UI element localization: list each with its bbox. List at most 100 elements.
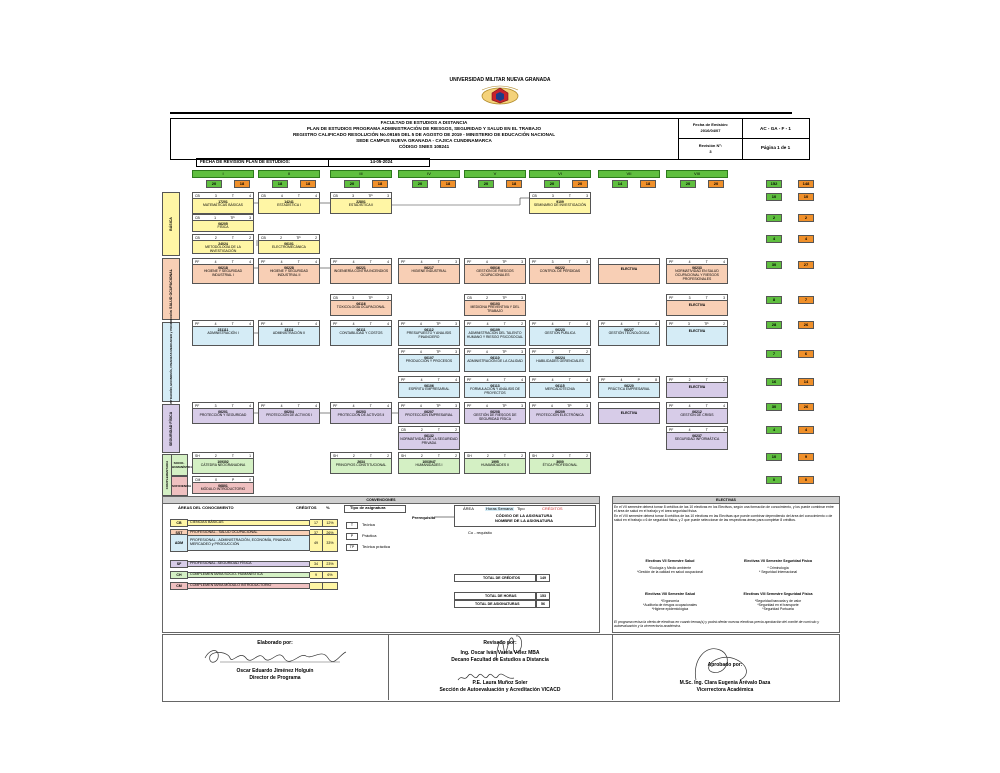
course-name: HIGIENE INDUSTRIAL [411,269,447,273]
course-name: SEMINARIO DE INVESTIGACIÓN [533,203,587,207]
course-h: 4 [455,377,457,382]
key-t: T [346,522,358,529]
course-h: 3 [723,295,725,300]
electivas-g3-title: Electivas VIII Semestre Salud [645,592,695,596]
course-type: PF [195,403,200,408]
total-credits-2: 148 [798,180,814,188]
course-tf: T [369,259,372,264]
course-type: CB [261,235,266,240]
course-cr: 4 [551,321,554,326]
course-cr: 4 [280,193,283,198]
convention-name: CIENCIAS BÁSICAS [188,520,310,526]
course-h: 3 [455,403,457,408]
course-h: 4 [249,259,251,264]
course-card[interactable]: ELECTIVA [598,258,660,284]
course-card[interactable]: ELECTIVA [598,402,660,424]
area-total-3-c2: 4 [798,235,814,243]
course-code: 14241 [284,200,294,204]
course-name: ESTADÍSTICA I [277,203,301,207]
prerequisite-lines [254,197,529,414]
course-cr: 3 [214,403,217,408]
convenciones-panel [162,503,600,633]
course-type: PF [532,349,537,354]
course-h: 3 [586,403,588,408]
course-cr: 4 [419,321,422,326]
course-h: 2 [586,453,588,458]
convention-name: COMPLEMENTARIA SOCIO- HUMANÍSTICA [188,572,310,578]
review-date-bar [196,158,430,167]
area-total-5-c1: 8 [766,296,782,304]
electivas-g3-items: *Ergonomía *Auditoria de riesgos ocupaci… [643,599,697,612]
course-code: 24024 [218,242,228,246]
course-code: 06207 [424,410,434,414]
course-tf: T [705,377,708,382]
header-line-5: CÓDIGO SNIES 108241 [398,144,450,149]
course-name: ESPÍRITU EMPRESARIAL [408,387,450,391]
area-total-5-c2: 7 [798,296,814,304]
semester-hours-6: 20 [572,180,588,188]
area-total-12-c1: 0 [766,476,782,484]
course-type: PF [195,321,200,326]
course-type: PF [333,259,338,264]
course-type: CB [195,215,200,220]
area-total-4-c1: 30 [766,261,782,269]
course-h: 4 [387,321,389,326]
conv-creditos-label: CRÉDITOS [542,506,563,511]
course-code: 9109 [556,200,564,204]
